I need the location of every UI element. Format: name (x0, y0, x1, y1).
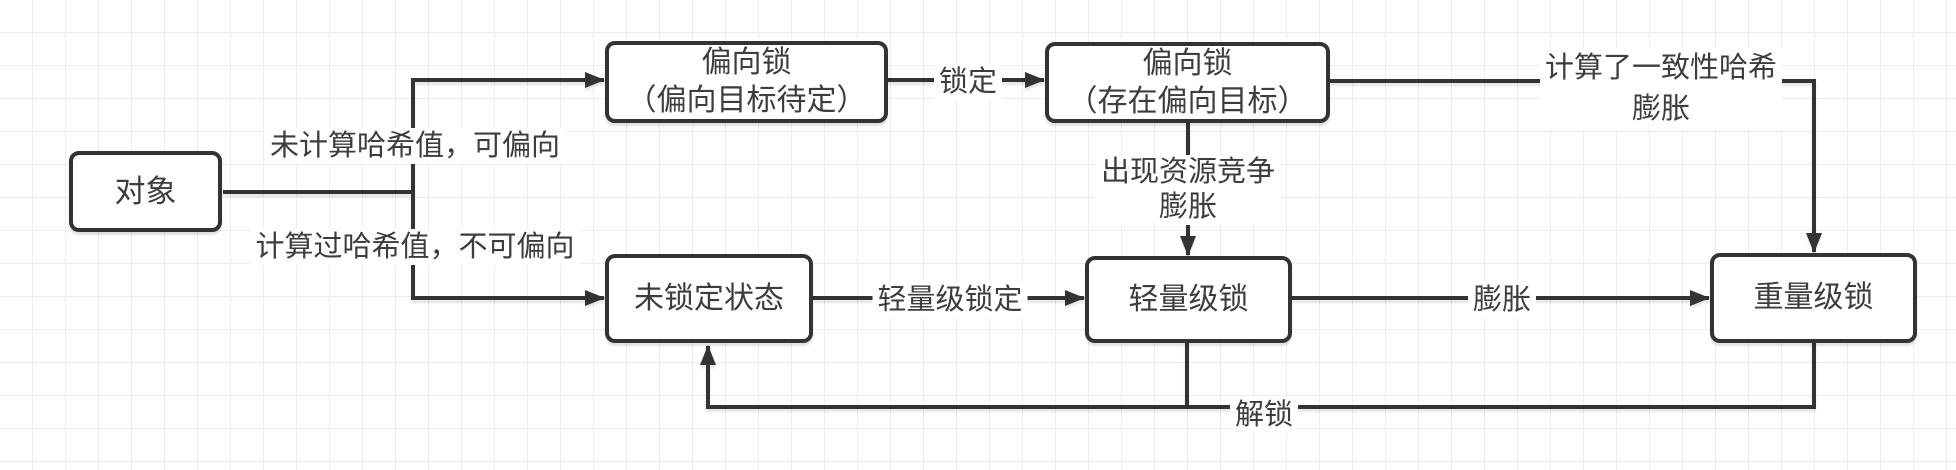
edge-label-identity-hash-line2: 膨胀 (1631, 93, 1691, 125)
edge-label-contention-line1: 出现资源竞争 (1100, 156, 1276, 188)
edge-label-lock[interactable]: 锁定 (933, 64, 1003, 100)
node-object[interactable]: 对象 (69, 151, 222, 232)
node-lightweight-lock[interactable]: 轻量级锁 (1085, 256, 1292, 343)
node-biased-lock-owned-line1: 偏向锁 (1142, 46, 1233, 80)
node-heavyweight-lock-label: 重量级锁 (1753, 281, 1874, 314)
edge-label-identity-hash-inflate[interactable]: 计算了一致性哈希 膨胀 (1539, 48, 1783, 130)
edge-label-lightweight-lock[interactable]: 轻量级锁定 (872, 282, 1028, 318)
edge-label-unlock[interactable]: 解锁 (1229, 397, 1299, 433)
edge-biased-owned-to-heavyweight[interactable] (1330, 79, 1822, 253)
node-biased-lock-pending[interactable]: 偏向锁 （偏向目标待定） (605, 41, 888, 123)
node-heavyweight-lock[interactable]: 重量级锁 (1710, 253, 1917, 343)
node-lightweight-lock-label: 轻量级锁 (1128, 282, 1249, 316)
node-biased-lock-pending-line1: 偏向锁 (701, 46, 792, 79)
node-unlocked-state[interactable]: 未锁定状态 (605, 254, 813, 343)
node-biased-lock-owned-line2: （存在偏向目标） (1067, 84, 1308, 118)
node-biased-lock-owned[interactable]: 偏向锁 （存在偏向目标） (1045, 42, 1330, 123)
node-unlocked-state-label: 未锁定状态 (634, 281, 784, 315)
edge-label-identity-hash-line1: 计算了一致性哈希 (1544, 52, 1778, 84)
edge-label-inflate[interactable]: 膨胀 (1467, 282, 1537, 318)
node-biased-lock-pending-line2: （偏向目标待定） (626, 84, 867, 117)
edge-label-no-hash-can-bias[interactable]: 未计算哈希值，可偏向 (264, 128, 566, 164)
edge-label-contention-line2: 膨胀 (1158, 191, 1218, 223)
edge-label-hash-computed-no-bias[interactable]: 计算过哈希值，不可偏向 (250, 229, 580, 265)
node-object-label: 对象 (114, 173, 177, 209)
edge-label-contention-inflate[interactable]: 出现资源竞争 膨胀 (1095, 155, 1281, 225)
